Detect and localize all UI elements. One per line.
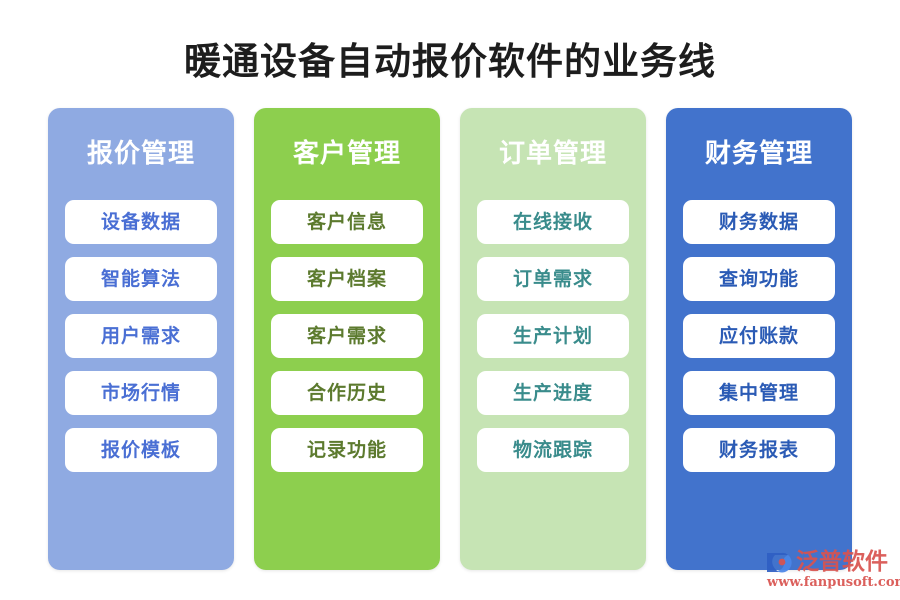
business-column-2: 客户管理客户信息客户档案客户需求合作历史记录功能 [254,108,440,570]
page-title: 暖通设备自动报价软件的业务线 [184,39,716,83]
column-header: 报价管理 [86,139,195,169]
business-column-3: 订单管理在线接收订单需求生产计划生产进度物流跟踪 [460,108,646,570]
column-item[interactable]: 客户信息 [271,200,423,244]
columns-container: 报价管理设备数据智能算法用户需求市场行情报价模板客户管理客户信息客户档案客户需求… [48,108,852,570]
column-item-list: 财务数据查询功能应付账款集中管理财务报表 [683,200,835,472]
fanpu-logo-icon [767,552,792,573]
column-item[interactable]: 查询功能 [683,257,835,301]
column-item[interactable]: 应付账款 [683,314,835,358]
column-item[interactable]: 设备数据 [65,200,217,244]
column-header: 客户管理 [292,139,401,169]
column-item[interactable]: 智能算法 [65,257,217,301]
column-item[interactable]: 生产计划 [477,314,629,358]
column-item[interactable]: 财务数据 [683,200,835,244]
column-item[interactable]: 生产进度 [477,371,629,415]
column-item[interactable]: 订单需求 [477,257,629,301]
column-item-list: 客户信息客户档案客户需求合作历史记录功能 [271,200,423,472]
column-header: 财务管理 [704,139,813,169]
column-item[interactable]: 物流跟踪 [477,428,629,472]
column-header: 订单管理 [498,139,607,169]
column-item[interactable]: 合作历史 [271,371,423,415]
column-item[interactable]: 客户档案 [271,257,423,301]
column-item[interactable]: 用户需求 [65,314,217,358]
column-item-list: 设备数据智能算法用户需求市场行情报价模板 [65,200,217,472]
column-item[interactable]: 报价模板 [65,428,217,472]
watermark: 泛普软件 www.fanpusoft.com [766,548,900,594]
watermark-url: www.fanpusoft.com [767,575,900,590]
column-item-list: 在线接收订单需求生产计划生产进度物流跟踪 [477,200,629,472]
column-item[interactable]: 在线接收 [477,200,629,244]
watermark-brand: 泛普软件 [796,548,888,575]
column-item[interactable]: 客户需求 [271,314,423,358]
column-item[interactable]: 记录功能 [271,428,423,472]
business-column-4: 财务管理财务数据查询功能应付账款集中管理财务报表 [666,108,852,570]
column-item[interactable]: 财务报表 [683,428,835,472]
business-column-1: 报价管理设备数据智能算法用户需求市场行情报价模板 [48,108,234,570]
column-item[interactable]: 市场行情 [65,371,217,415]
column-item[interactable]: 集中管理 [683,371,835,415]
